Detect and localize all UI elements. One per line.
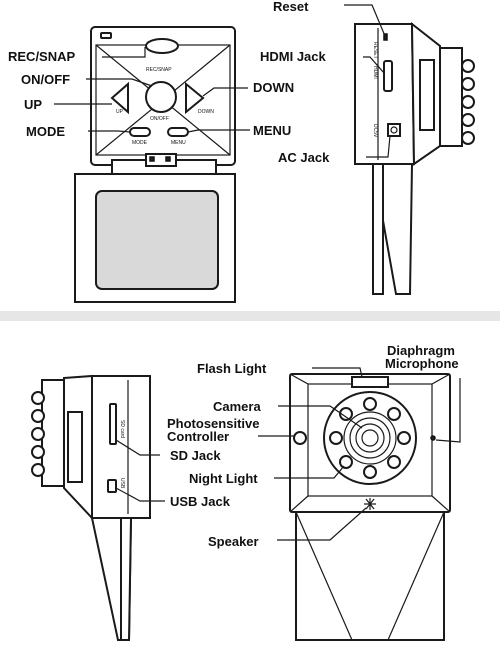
photosensitive-label: Photosensitive xyxy=(167,416,259,431)
rec-snap-button-text: REC/SNAP xyxy=(146,67,172,73)
photosensitive-controller xyxy=(293,431,307,445)
night-light-led xyxy=(339,455,353,469)
led-side xyxy=(461,77,475,91)
down-label: DOWN xyxy=(253,80,294,95)
usb-port-text: USB xyxy=(119,478,125,489)
night-light-led xyxy=(363,397,377,411)
flash-light xyxy=(351,376,389,388)
menu-button-text: MENU xyxy=(171,140,186,146)
rear-view: Flash Light Diaphragm Microphone Camera … xyxy=(167,343,461,641)
led-side xyxy=(461,131,475,145)
night-light-led xyxy=(387,407,401,421)
menu-label: MENU xyxy=(253,123,291,138)
menu-button[interactable] xyxy=(167,127,189,137)
led-side xyxy=(31,391,45,405)
usb-port[interactable] xyxy=(107,479,117,493)
sd-jack-label: SD Jack xyxy=(170,448,221,463)
sd-card-slot[interactable] xyxy=(109,403,117,445)
up-button-text: UP xyxy=(116,109,124,115)
speaker-grille xyxy=(364,498,376,510)
reset-hole[interactable] xyxy=(383,33,388,41)
usb-jack-label: USB Jack xyxy=(170,494,231,509)
ac-jack-port[interactable] xyxy=(387,123,401,137)
side-view-right: RESET HDMI DC5V Reset HDMI Jack AC Jack xyxy=(260,0,475,295)
reset-label: Reset xyxy=(273,0,309,14)
night-light-label: Night Light xyxy=(189,471,258,486)
led-side xyxy=(461,59,475,73)
mode-button-text: MODE xyxy=(132,140,148,146)
night-light-led xyxy=(329,431,343,445)
led-side xyxy=(461,113,475,127)
led-side xyxy=(461,95,475,109)
night-light-led xyxy=(363,465,377,479)
hdmi-jack-label: HDMI Jack xyxy=(260,49,327,64)
led-side xyxy=(31,463,45,477)
diaphragm-label: Diaphragm xyxy=(387,343,455,358)
camera-label: Camera xyxy=(213,399,261,414)
on-off-button[interactable] xyxy=(145,81,177,113)
front-view: REC/SNAP ON/OFF UP DOWN MODE MENU REC/SN… xyxy=(8,26,294,303)
night-light-led xyxy=(387,455,401,469)
microphone-label: Microphone xyxy=(385,356,459,371)
on-off-button-text: ON/OFF xyxy=(150,116,169,122)
night-light-led xyxy=(397,431,411,445)
hdmi-port-text: HDMI xyxy=(372,66,378,79)
led-side xyxy=(31,409,45,423)
led-side xyxy=(31,445,45,459)
on-off-label: ON/OFF xyxy=(21,72,70,87)
mode-button[interactable] xyxy=(129,127,151,137)
mode-label: MODE xyxy=(26,124,65,139)
led-side xyxy=(31,427,45,441)
hdmi-port[interactable] xyxy=(383,60,393,92)
ac-jack-label: AC Jack xyxy=(278,150,330,165)
rec-snap-button[interactable] xyxy=(145,38,179,54)
night-light-led xyxy=(339,407,353,421)
sd-slot-text: SD card xyxy=(119,420,125,438)
controller-label: Controller xyxy=(167,429,229,444)
down-button-text: DOWN xyxy=(198,109,214,115)
reset-port-text: RESET xyxy=(372,42,378,59)
rec-snap-label: REC/SNAP xyxy=(8,49,76,64)
ac-jack-port-text: DC5V xyxy=(372,124,378,138)
up-label: UP xyxy=(24,97,42,112)
side-view-left: SD card USB SD Jack USB Jack xyxy=(31,374,231,641)
up-button[interactable] xyxy=(110,81,129,115)
panel-divider xyxy=(0,311,500,321)
lcd-display xyxy=(95,190,219,290)
flash-light-label: Flash Light xyxy=(197,361,267,376)
down-button[interactable] xyxy=(185,81,205,115)
speaker-label: Speaker xyxy=(208,534,259,549)
microphone xyxy=(430,435,436,441)
